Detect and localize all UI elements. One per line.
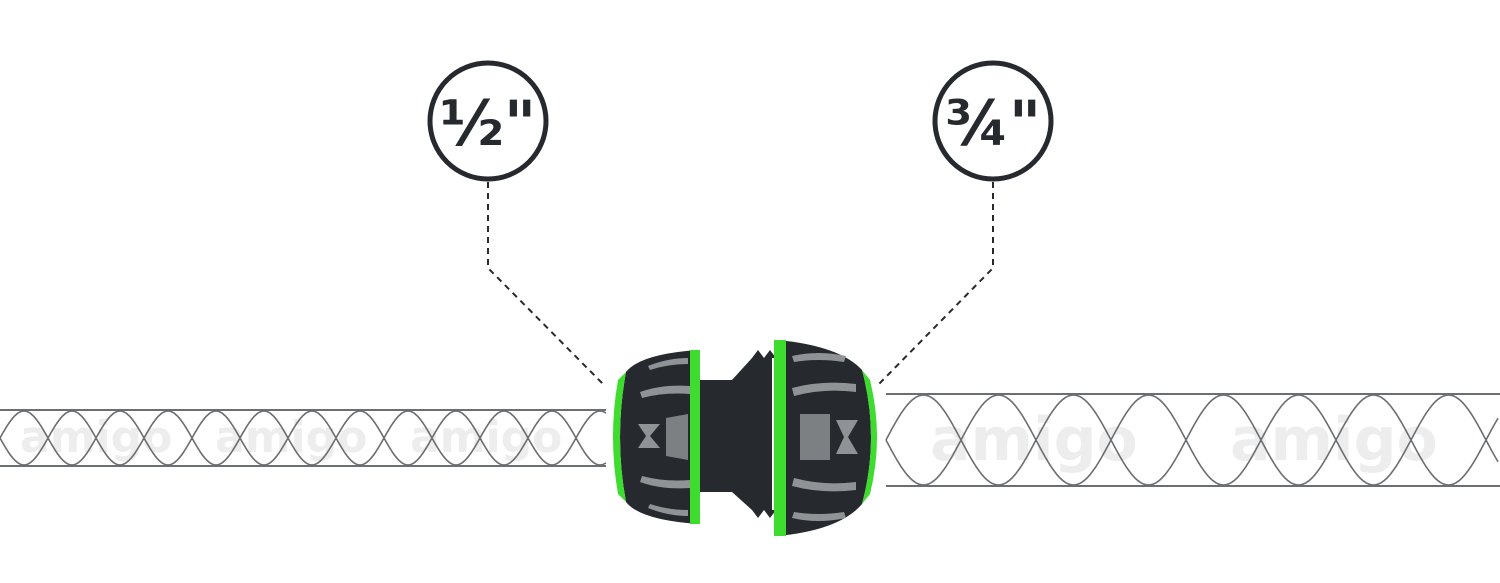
- right-hose-icon: amigo amigo: [885, 393, 1500, 487]
- left-size-callout: ½": [427, 60, 605, 386]
- left-size-label: ½": [440, 87, 536, 160]
- right-hose-watermark: amigo amigo: [930, 405, 1438, 475]
- svg-text:amigo: amigo: [1230, 405, 1438, 475]
- right-leader-line: [877, 182, 994, 386]
- left-hose-watermark: amigo amigo amigo: [20, 412, 562, 463]
- svg-text:amigo: amigo: [410, 412, 562, 463]
- left-hose-icon: amigo amigo amigo: [0, 409, 607, 467]
- svg-text:amigo: amigo: [215, 412, 367, 463]
- hose-repair-connector-icon: [613, 340, 877, 536]
- svg-text:amigo: amigo: [930, 405, 1138, 475]
- right-size-callout: ¾": [877, 60, 1054, 386]
- left-leader-line: [487, 182, 605, 386]
- right-size-label: ¾": [945, 87, 1041, 160]
